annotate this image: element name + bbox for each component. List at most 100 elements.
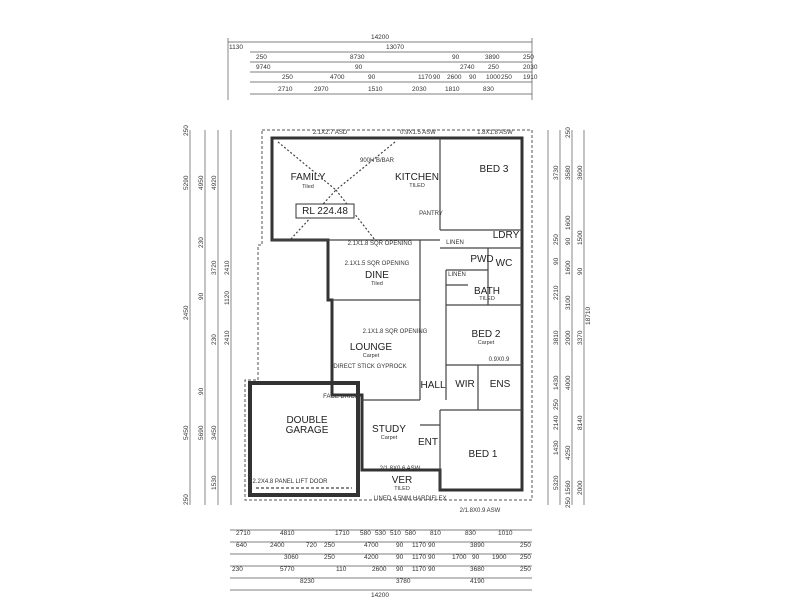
- room-bed2-floor: Carpet: [478, 340, 495, 346]
- dim-left: 1530: [211, 475, 218, 490]
- dim-bottom: 1170: [412, 554, 426, 561]
- dim-bottom: 810: [430, 530, 441, 537]
- dim-right: 250: [565, 127, 572, 138]
- dim-left: 90: [198, 292, 205, 300]
- dim-top: 90: [355, 64, 363, 71]
- dim-top: 2030: [523, 64, 538, 71]
- room-ldry: LDRY: [493, 230, 520, 241]
- dim-bottom: 250: [520, 566, 531, 573]
- dim-left: 230: [198, 237, 205, 248]
- dim-left: 250: [183, 125, 190, 136]
- room-dine-floor: Tiled: [371, 281, 383, 287]
- kitchen-note: 900H B/BAR: [360, 158, 395, 164]
- dim-left: 5290: [183, 175, 190, 190]
- dim-bottom: 90: [396, 542, 404, 549]
- room-pwd: PWD: [470, 254, 493, 265]
- dim-bottom: 3060: [284, 554, 299, 561]
- room-ent: ENT: [418, 437, 438, 448]
- dim-bottom: 5770: [280, 566, 295, 573]
- dim-left: 5450: [183, 425, 190, 440]
- dim-top: 90: [452, 54, 460, 61]
- dim-bottom: 250: [520, 542, 531, 549]
- room-ver-floor: TILED: [394, 486, 410, 492]
- dim-left: 3450: [211, 425, 218, 440]
- room-bed2: BED 2: [472, 329, 501, 340]
- dim-right: 3600: [577, 165, 584, 180]
- lined-label: LINED 4.5MM HARDIFLEX: [373, 496, 446, 502]
- dim-right: 18710: [585, 307, 592, 325]
- dim-right: 1430: [553, 440, 560, 455]
- dim-bottom: 4190: [470, 578, 485, 585]
- dim-bottom: 250: [324, 554, 335, 561]
- dim-top: 2030: [412, 86, 427, 93]
- rl-label: RL 224.48: [302, 206, 348, 217]
- opening-label: 2.1X1.8 SQR OPENING: [348, 241, 413, 247]
- room-bed1: BED 1: [469, 449, 498, 460]
- dim-bottom: 3780: [396, 578, 411, 585]
- dim-top: 250: [256, 54, 267, 61]
- room-ens: ENS: [490, 379, 511, 390]
- dim-right: 90: [553, 257, 560, 265]
- window-label: 2.1X2.7 ASD: [313, 130, 348, 136]
- dim-bottom: 2600: [372, 566, 387, 573]
- dim-bottom: 1170: [412, 566, 426, 573]
- dim-top: 90: [433, 74, 441, 81]
- dim-right: 90: [565, 237, 572, 245]
- room-bath: BATH: [474, 286, 500, 297]
- room-study: STUDY: [372, 424, 406, 435]
- dim-top: 2970: [314, 86, 329, 93]
- room-linen2: LINEN: [448, 272, 466, 278]
- dim-right: 1560: [565, 480, 572, 495]
- window-label: 2/1.8X0.9 ASW: [460, 508, 501, 514]
- room-family: FAMILY: [291, 172, 326, 183]
- dim-bottom: 1700: [452, 554, 467, 561]
- dim-right: 1600: [565, 215, 572, 230]
- dim-bottom: 580: [405, 530, 416, 537]
- dim-right: 2210: [553, 285, 560, 300]
- bottom-dimensions: 2710 4810 1710 580 530 510 580 810 830 1…: [230, 529, 532, 599]
- dim-right: 1600: [565, 260, 572, 275]
- dim-top: 4700: [330, 74, 345, 81]
- dim-right: 250: [553, 234, 560, 245]
- dim-bottom: 8230: [300, 578, 315, 585]
- walls: [270, 136, 524, 492]
- dim-right: 250: [553, 399, 560, 410]
- room-study-floor: Carpet: [381, 435, 398, 441]
- room-garage-1: DOUBLE: [286, 415, 327, 426]
- dim-bottom: 720: [306, 542, 317, 549]
- room-wir: WIR: [455, 379, 474, 390]
- dim-bottom: 4810: [280, 530, 295, 537]
- room-lounge-floor: Carpet: [363, 353, 380, 359]
- dim-top: 1510: [368, 86, 383, 93]
- rl-box: [295, 203, 355, 219]
- dim-left: 250: [183, 494, 190, 505]
- dim-right: 4000: [565, 375, 572, 390]
- dim-bottom: 4700: [364, 542, 379, 549]
- room-bed3: BED 3: [480, 164, 509, 175]
- dim-bottom: 530: [375, 530, 386, 537]
- dim-bottom: 640: [236, 542, 247, 549]
- room-linen: LINEN: [446, 240, 464, 246]
- dim-left: 1120: [224, 291, 231, 305]
- dim-right: 8140: [577, 415, 584, 430]
- room-dine: DINE: [365, 270, 389, 281]
- dim-top: 2600: [447, 74, 462, 81]
- dim-top: 250: [282, 74, 293, 81]
- dim-left: 5690: [198, 425, 205, 440]
- dim-top: 250: [523, 54, 534, 61]
- dim-bottom: 90: [396, 566, 404, 573]
- dim-top: 9740: [256, 64, 271, 71]
- dim-top: 250: [501, 74, 512, 81]
- window-label: 1.8X1.8 ASW: [477, 130, 513, 136]
- dim-right: 2140: [553, 415, 560, 430]
- dim-left: 4920: [211, 175, 218, 190]
- dim-bottom: 90: [396, 554, 404, 561]
- direct-stick-label: DIRECT STICK GYPROCK: [333, 364, 406, 370]
- dim-bottom: 2710: [236, 530, 251, 537]
- face-brick-label: FACE BRICK: [323, 394, 359, 400]
- dim-top: 2740: [460, 64, 475, 71]
- room-lounge: LOUNGE: [350, 342, 393, 353]
- dim-right: 90: [577, 267, 584, 275]
- dim-right: 1430: [553, 375, 560, 390]
- dim-top: 13070: [386, 44, 404, 51]
